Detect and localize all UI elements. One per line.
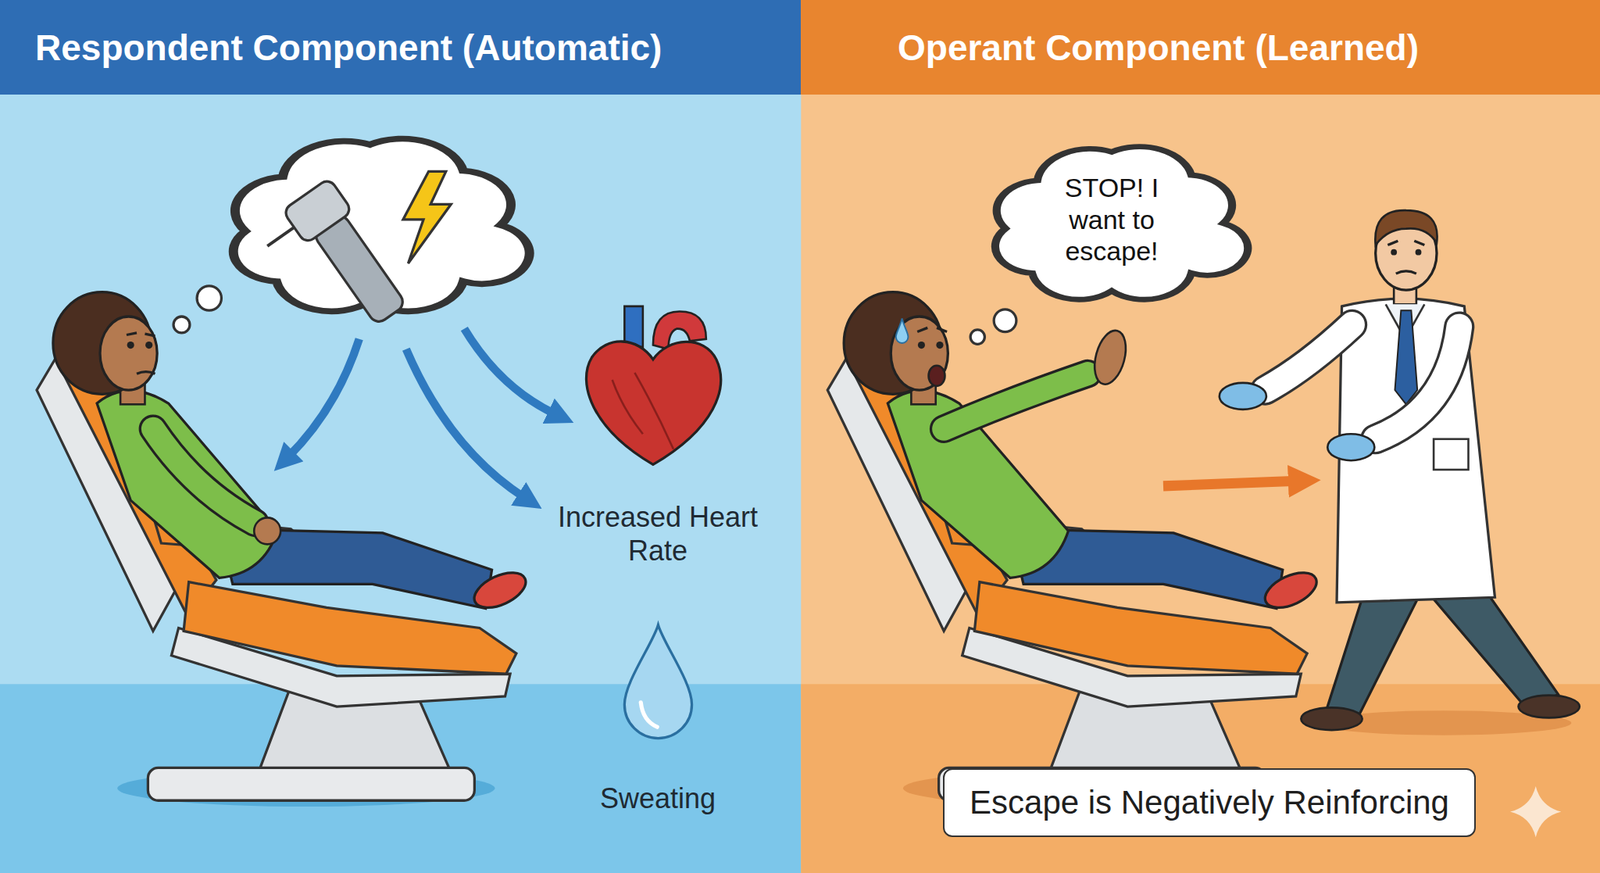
patient-figure xyxy=(827,292,1322,801)
escape-arrow xyxy=(1163,480,1298,486)
thought-text: STOP! I want to escape! xyxy=(1037,171,1186,268)
statement-text: Escape is Negatively Reinforcing xyxy=(969,783,1450,822)
response-arrows xyxy=(287,328,557,499)
statement-box: Escape is Negatively Reinforcing xyxy=(942,767,1476,837)
header-band: Operant Component (Learned) xyxy=(800,0,1600,95)
header-band: Respondent Component (Automatic) xyxy=(0,0,801,95)
thought-bubble-tail xyxy=(970,309,1017,344)
patient-figure xyxy=(36,292,532,801)
header-text: Respondent Component (Automatic) xyxy=(35,26,662,69)
effect-label: Sweating xyxy=(556,781,760,815)
sparkle-mark xyxy=(1510,785,1561,837)
heart-icon xyxy=(585,306,721,465)
thought-cloud-drill xyxy=(173,139,529,351)
header-text: Operant Component (Learned) xyxy=(897,26,1419,69)
dentist-figure xyxy=(1219,210,1580,730)
effect-label: Increased Heart Rate xyxy=(556,500,760,568)
thought-cloud: STOP! I want to escape! xyxy=(978,130,1245,309)
sweat-drop xyxy=(624,625,692,739)
